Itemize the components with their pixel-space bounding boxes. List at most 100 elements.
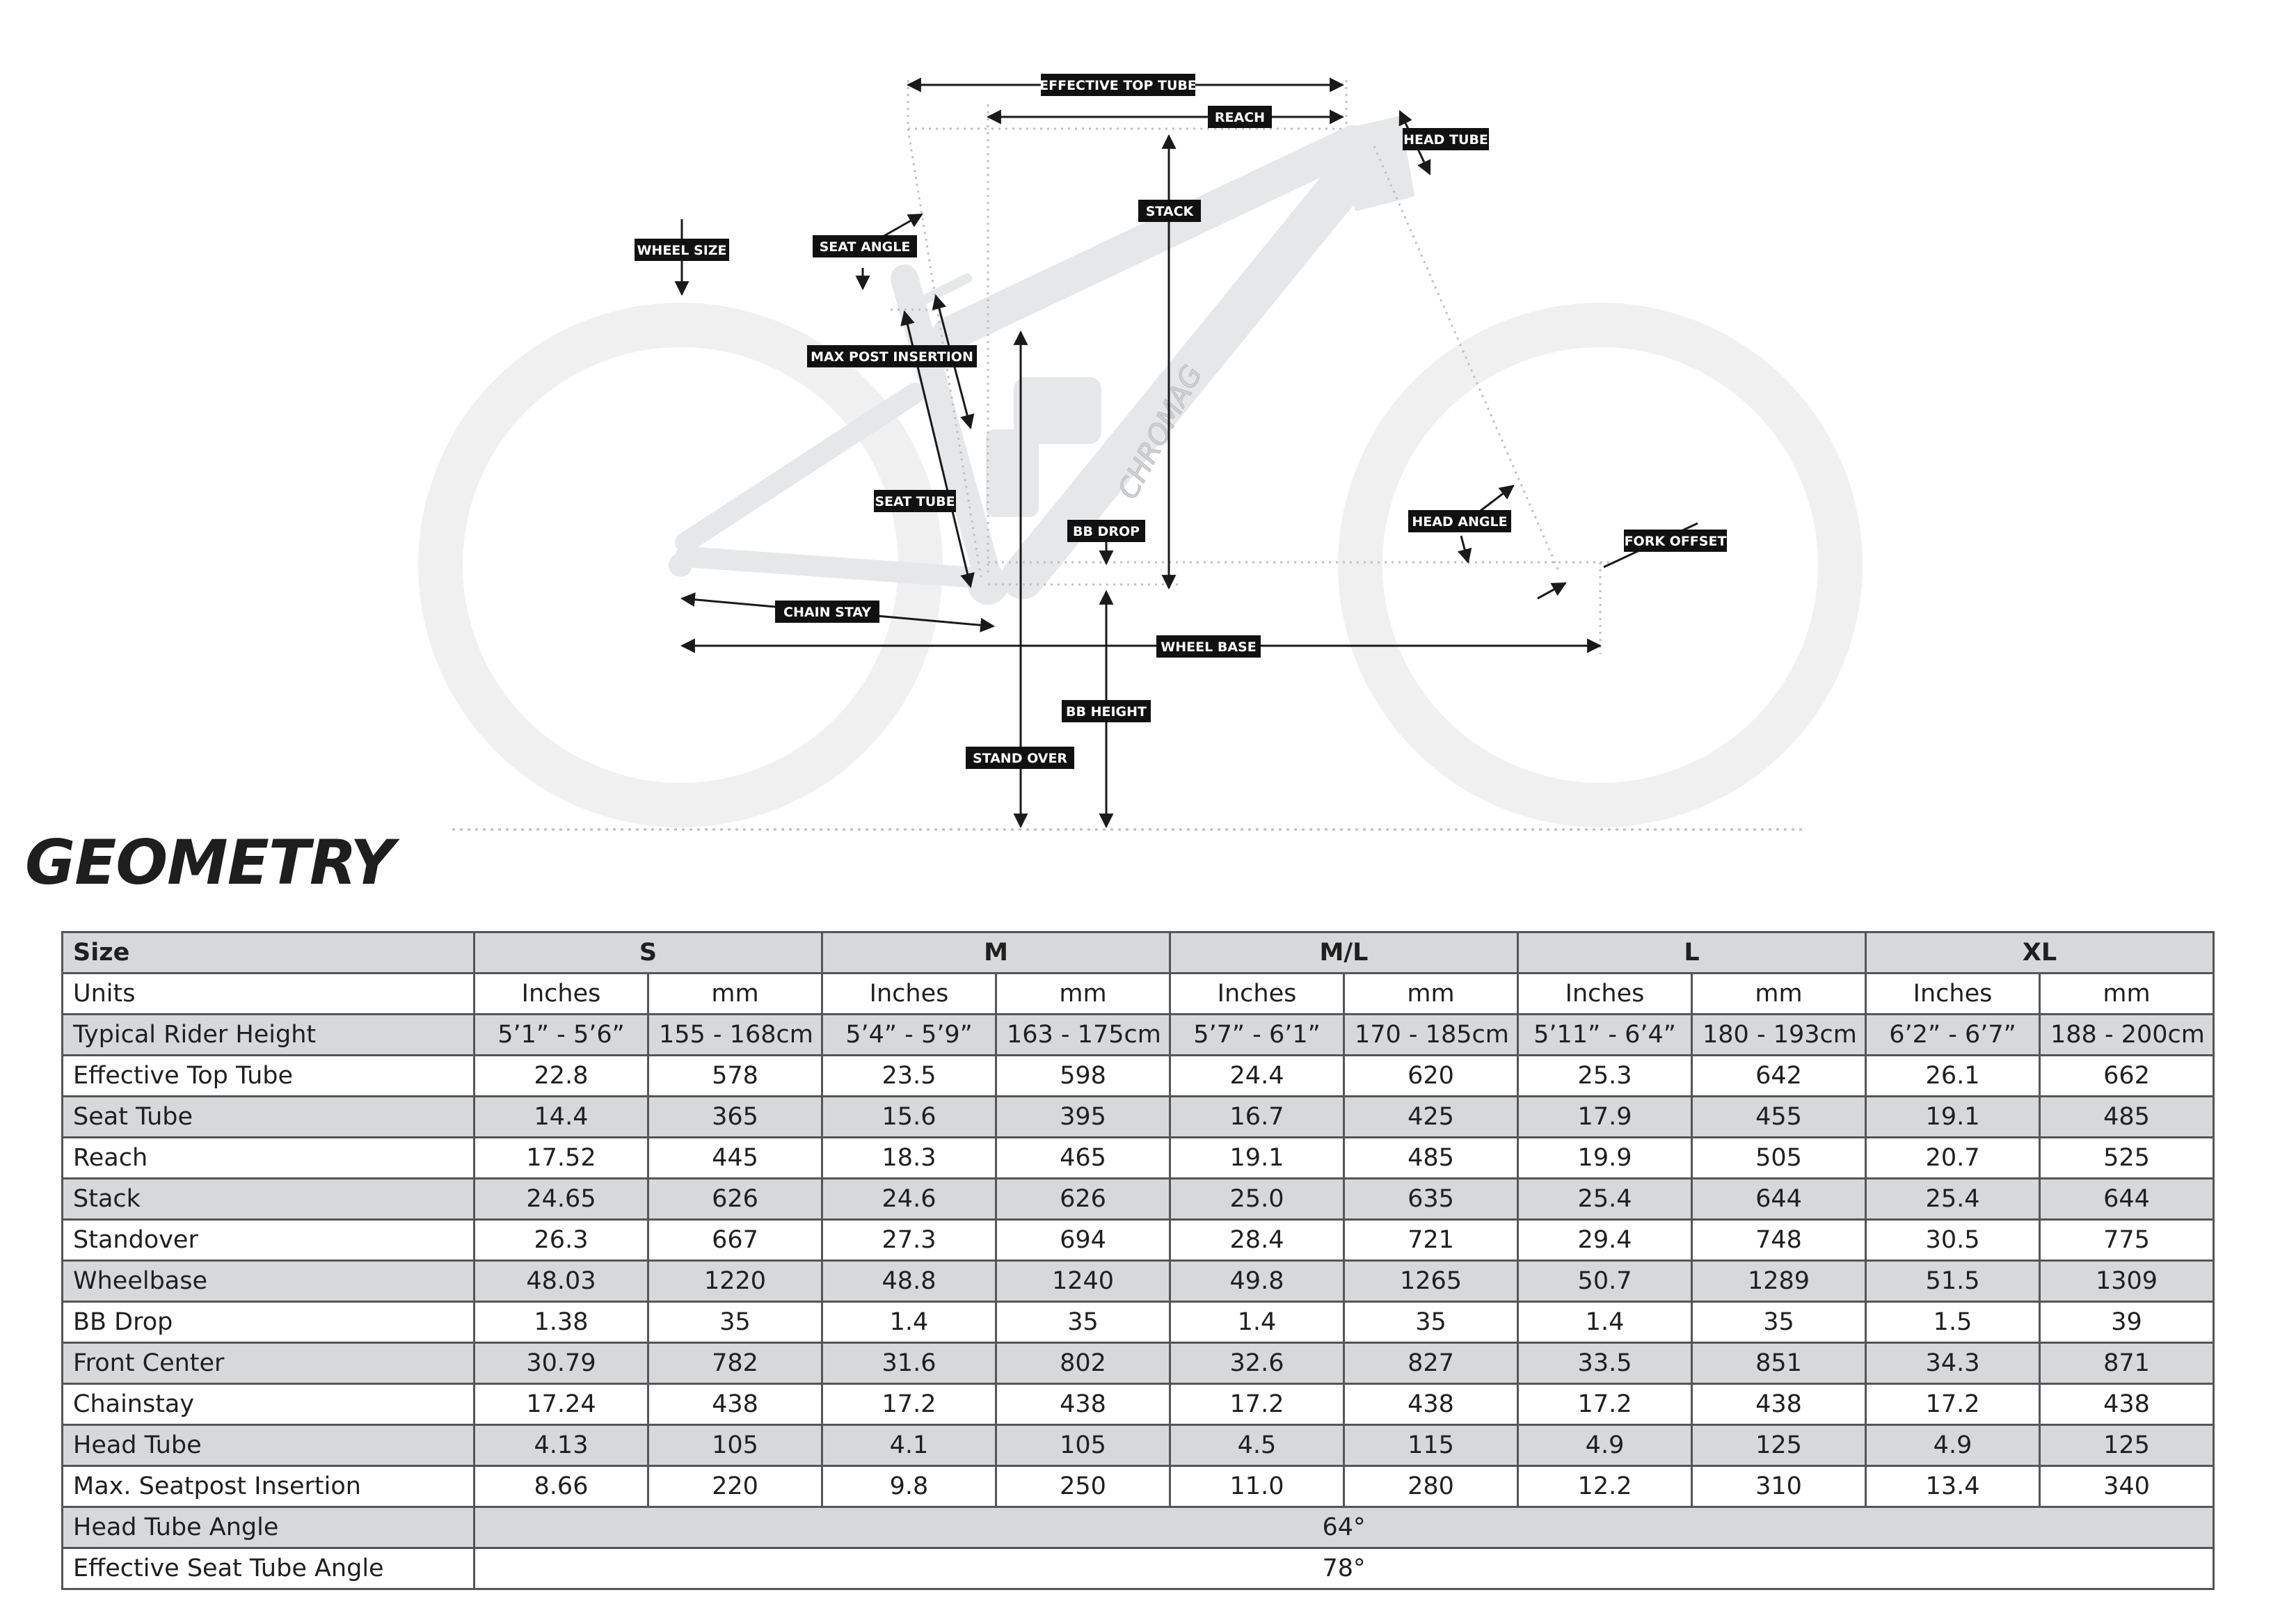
- table-cell: 15.6: [821, 1095, 997, 1138]
- table-cell: 635: [1342, 1177, 1520, 1221]
- table-cell: 1.4: [1169, 1301, 1345, 1344]
- table-cell: 620: [1342, 1054, 1520, 1097]
- svg-text:BB HEIGHT: BB HEIGHT: [1066, 704, 1147, 720]
- table-cell: 35: [1691, 1301, 1867, 1344]
- table-cell: 25.3: [1517, 1054, 1693, 1097]
- table-cell: 39: [2039, 1301, 2215, 1344]
- table-cell: 19.1: [1865, 1095, 2041, 1138]
- svg-text:WHEEL BASE: WHEEL BASE: [1161, 639, 1256, 655]
- table-cell: 18.3: [821, 1136, 997, 1179]
- table-cell: 365: [647, 1095, 823, 1138]
- table-cell: 180 - 193cm: [1691, 1013, 1867, 1056]
- label-fork-offset: FORK OFFSET: [1624, 530, 1727, 552]
- label-reach: REACH: [1208, 106, 1272, 128]
- table-cell: 30.79: [473, 1342, 649, 1385]
- size-header: M: [821, 931, 1171, 974]
- table-cell: 28.4: [1169, 1218, 1345, 1262]
- table-cell: 35: [1342, 1301, 1520, 1344]
- table-cell: 694: [995, 1218, 1171, 1262]
- row-label: Seat Tube: [61, 1095, 475, 1138]
- unit-cell: Inches: [1517, 972, 1693, 1015]
- table-cell: 395: [995, 1095, 1171, 1138]
- table-cell: 30.5: [1865, 1218, 2041, 1262]
- svg-text:WHEEL SIZE: WHEEL SIZE: [637, 243, 726, 258]
- table-cell: 13.4: [1865, 1465, 2041, 1508]
- table-cell: 17.2: [821, 1383, 997, 1426]
- table-cell: 34.3: [1865, 1342, 2041, 1385]
- table-cell: 578: [647, 1054, 823, 1097]
- table-cell: 465: [995, 1136, 1171, 1179]
- table-cell: 1265: [1342, 1260, 1520, 1303]
- unit-cell: mm: [1691, 972, 1867, 1015]
- table-cell: 438: [1691, 1383, 1867, 1426]
- table-cell: 20.7: [1865, 1136, 2041, 1179]
- unit-cell: mm: [2039, 972, 2215, 1015]
- table-cell: 1240: [995, 1260, 1171, 1303]
- table-cell: 1.4: [1517, 1301, 1693, 1344]
- unit-cell: Inches: [1169, 972, 1345, 1015]
- table-cell: 125: [1691, 1424, 1867, 1467]
- table-cell: 24.4: [1169, 1054, 1345, 1097]
- svg-text:REACH: REACH: [1215, 110, 1265, 125]
- row-label: Stack: [61, 1177, 475, 1221]
- table-cell: 4.5: [1169, 1424, 1345, 1467]
- table-cell: 310: [1691, 1465, 1867, 1508]
- label-head-tube: HEAD TUBE: [1403, 128, 1489, 150]
- row-label: Head Tube Angle: [61, 1506, 475, 1549]
- table-cell: 1220: [647, 1260, 823, 1303]
- table-cell: 5’1” - 5’6”: [473, 1013, 649, 1056]
- table-cell: 505: [1691, 1136, 1867, 1179]
- table-cell: 17.2: [1169, 1383, 1345, 1426]
- units-label: Units: [61, 972, 475, 1015]
- table-cell: 170 - 185cm: [1342, 1013, 1520, 1056]
- table-cell: 626: [995, 1177, 1171, 1221]
- table-cell: 12.2: [1517, 1465, 1693, 1508]
- unit-cell: mm: [1342, 972, 1520, 1015]
- svg-text:CHAIN STAY: CHAIN STAY: [783, 605, 871, 620]
- label-seat-tube: SEAT TUBE: [874, 490, 956, 512]
- table-cell: 455: [1691, 1095, 1867, 1138]
- table-cell: 16.7: [1169, 1095, 1345, 1138]
- svg-text:EFFECTIVE TOP TUBE: EFFECTIVE TOP TUBE: [1039, 78, 1197, 93]
- table-cell: 105: [995, 1424, 1171, 1467]
- table-cell: 25.4: [1865, 1177, 2041, 1221]
- table-cell: 438: [2039, 1383, 2215, 1426]
- label-stack: STACK: [1138, 200, 1201, 222]
- table-cell: 1289: [1691, 1260, 1867, 1303]
- svg-text:STACK: STACK: [1146, 204, 1195, 219]
- table-cell: 17.2: [1865, 1383, 2041, 1426]
- label-effective-top-tube: EFFECTIVE TOP TUBE: [1039, 74, 1197, 96]
- row-label: Front Center: [61, 1342, 475, 1385]
- label-head-angle: HEAD ANGLE: [1408, 510, 1511, 532]
- table-cell: 525: [2039, 1136, 2215, 1179]
- table-cell: 485: [1342, 1136, 1520, 1179]
- unit-cell: Inches: [821, 972, 997, 1015]
- label-max-post-insertion: MAX POST INSERTION: [807, 345, 977, 367]
- table-cell: 5’4” - 5’9”: [821, 1013, 997, 1056]
- table-cell: 782: [647, 1342, 823, 1385]
- table-cell: 24.6: [821, 1177, 997, 1221]
- table-cell: 644: [1691, 1177, 1867, 1221]
- row-label: Chainstay: [61, 1383, 475, 1426]
- table-cell: 17.2: [1517, 1383, 1693, 1426]
- unit-cell: mm: [995, 972, 1171, 1015]
- svg-text:HEAD ANGLE: HEAD ANGLE: [1412, 514, 1507, 530]
- table-cell: 26.1: [1865, 1054, 2041, 1097]
- table-cell: 24.65: [473, 1177, 649, 1221]
- table-cell: 25.0: [1169, 1177, 1345, 1221]
- table-cell: 26.3: [473, 1218, 649, 1262]
- table-cell: 220: [647, 1465, 823, 1508]
- label-stand-over: STAND OVER: [966, 747, 1074, 769]
- table-cell: 1.5: [1865, 1301, 2041, 1344]
- label-bb-height: BB HEIGHT: [1062, 700, 1151, 722]
- table-cell: 19.9: [1517, 1136, 1693, 1179]
